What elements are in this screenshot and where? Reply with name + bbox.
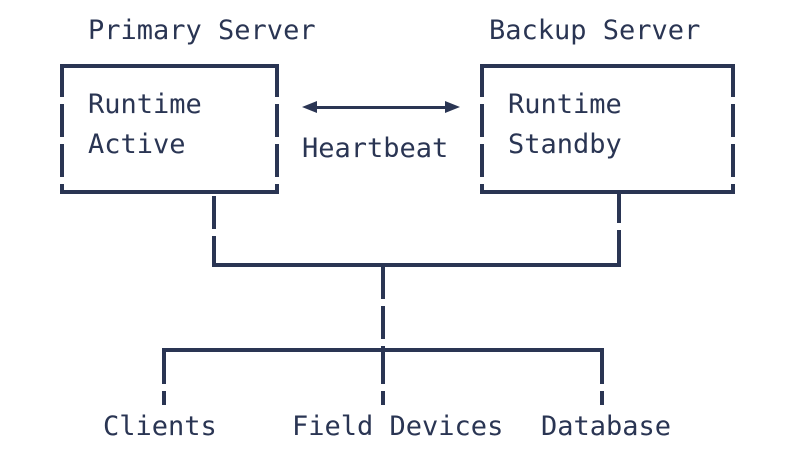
box-corner-bottom-left [480,184,484,194]
primary-server-line-1: Runtime [88,89,202,120]
box-corner-top-right [731,64,735,74]
box-border-right [731,64,735,194]
primary-downlink [212,196,216,266]
primary-server-box[interactable]: Runtime Active [60,64,279,194]
leaf-downlink-field-devices [381,351,385,405]
primary-server-body: Runtime Active [88,91,202,171]
trunk-line [381,266,385,352]
arrow-head-right-icon [445,101,460,113]
leaf-bus [162,348,604,352]
heartbeat-label: Heartbeat [302,133,449,164]
box-border-left [60,64,64,194]
box-corner-top-left [480,64,484,74]
backup-server-title: Backup Server [489,15,701,46]
backup-server-line-2: Standby [508,129,622,160]
box-border-top [480,64,735,68]
backup-server-box[interactable]: Runtime Standby [480,64,735,194]
box-border-bottom [480,190,735,194]
box-corner-top-left [60,64,64,74]
leaf-downlink-database [600,351,604,405]
leaf-label-field-devices: Field Devices [292,411,504,442]
arrow-shaft [315,106,447,109]
box-border-right [275,64,279,194]
backup-downlink [617,190,621,266]
primary-server-title: Primary Server [88,15,316,46]
leaf-downlink-clients [162,351,166,405]
box-corner-bottom-right [275,184,279,194]
arrow-head-left-icon [302,101,317,113]
box-corner-bottom-right [731,184,735,194]
leaf-label-clients: Clients [103,411,217,442]
leaf-label-database: Database [541,411,672,442]
box-corner-top-right [275,64,279,74]
backup-server-body: Runtime Standby [508,91,622,171]
box-corner-bottom-left [60,184,64,194]
heartbeat-arrow [302,101,460,114]
box-border-top [60,64,279,68]
server-bus [212,263,621,267]
primary-server-line-2: Active [88,129,186,160]
box-border-bottom [60,190,279,194]
box-border-left [480,64,484,194]
backup-server-line-1: Runtime [508,89,622,120]
